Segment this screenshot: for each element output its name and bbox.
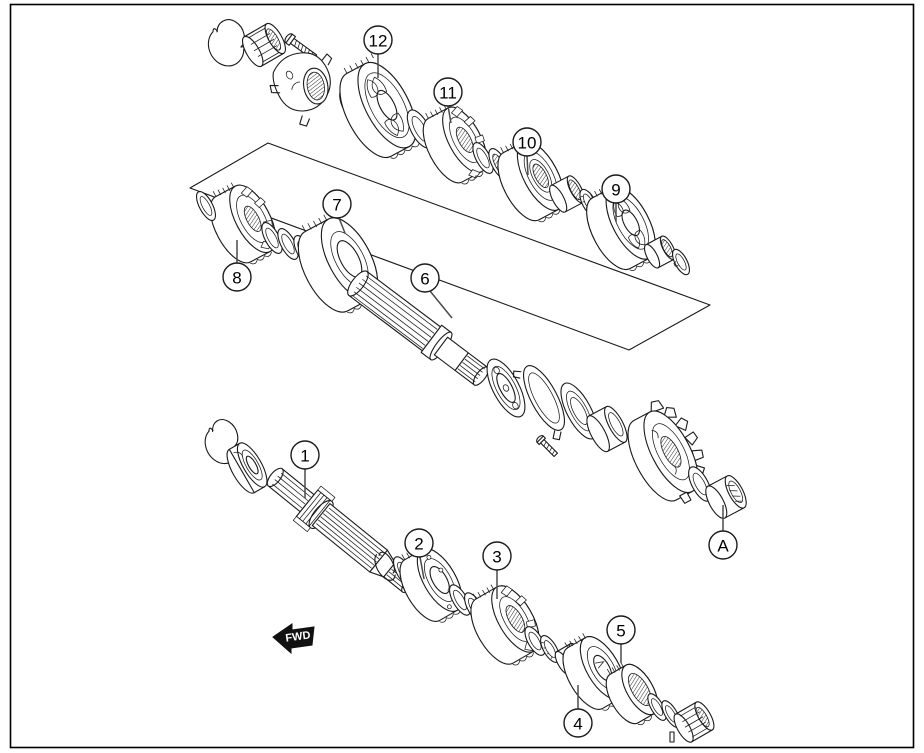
callout-4-label: 4	[573, 715, 582, 734]
callout-10[interactable]: 10	[512, 127, 542, 176]
callout-6[interactable]: 6	[410, 263, 453, 319]
lock-washer-end-upper	[672, 248, 690, 276]
callout-layer: 1 2 3 4 5 6 7	[222, 25, 738, 738]
shaft-6	[347, 270, 489, 386]
callout-8-label: 8	[232, 269, 241, 288]
callout-12-label: 12	[369, 32, 388, 51]
callout-7-label: 7	[332, 196, 341, 215]
ball-bearing-output	[486, 358, 526, 418]
callout-2[interactable]: 2	[404, 528, 434, 580]
callout-11[interactable]: 11	[433, 77, 463, 124]
callout-8[interactable]: 8	[222, 240, 252, 292]
callout-11-label: 11	[439, 84, 457, 103]
callout-a-label: A	[717, 537, 729, 556]
callout-5[interactable]: 5	[606, 615, 636, 663]
bearing-retainer-plate	[512, 365, 565, 441]
output-shaft-assembly	[297, 210, 747, 519]
spacer-collar-output	[586, 405, 628, 453]
gear-3	[470, 584, 540, 666]
callout-6-label: 6	[420, 270, 429, 289]
callout-10-label: 10	[518, 134, 537, 153]
fwd-arrow-label: FWD	[285, 629, 312, 644]
callout-1-label: 1	[300, 447, 309, 466]
callout-a[interactable]: A	[708, 505, 738, 560]
callout-9-label: 9	[611, 181, 620, 200]
thrust-washer-3-4	[524, 626, 546, 656]
callout-3[interactable]: 3	[482, 541, 512, 599]
callout-4[interactable]: 4	[563, 685, 593, 738]
callout-3-label: 3	[492, 548, 501, 567]
callout-7[interactable]: 7	[322, 189, 352, 234]
snap-ring-gear-2	[374, 551, 396, 581]
countershaft-assembly	[195, 19, 690, 276]
needle-bearing-input-end	[673, 701, 715, 743]
needle-bearing-upper	[241, 22, 287, 68]
callout-9[interactable]: 9	[601, 174, 631, 222]
ball-bearing-input	[226, 442, 268, 494]
gear-12	[339, 53, 420, 159]
callout-2-label: 2	[414, 535, 423, 554]
gear-9	[586, 183, 656, 271]
bearing-retainer-housing	[269, 52, 333, 127]
retainer-plate-bolt	[536, 435, 559, 458]
section-outline-parallelogram	[189, 142, 711, 351]
callout-5-label: 5	[616, 622, 625, 641]
snap-ring-gear-8	[195, 190, 217, 222]
callout-1[interactable]: 1	[290, 440, 320, 498]
callout-12[interactable]: 12	[363, 25, 393, 78]
bushing-end-upper	[643, 235, 677, 269]
sprocket-nut	[705, 475, 747, 519]
gear-8	[209, 182, 277, 265]
end-tick-mark	[669, 731, 675, 743]
gear-2	[399, 545, 463, 623]
forward-direction-arrow: FWD	[272, 623, 315, 655]
